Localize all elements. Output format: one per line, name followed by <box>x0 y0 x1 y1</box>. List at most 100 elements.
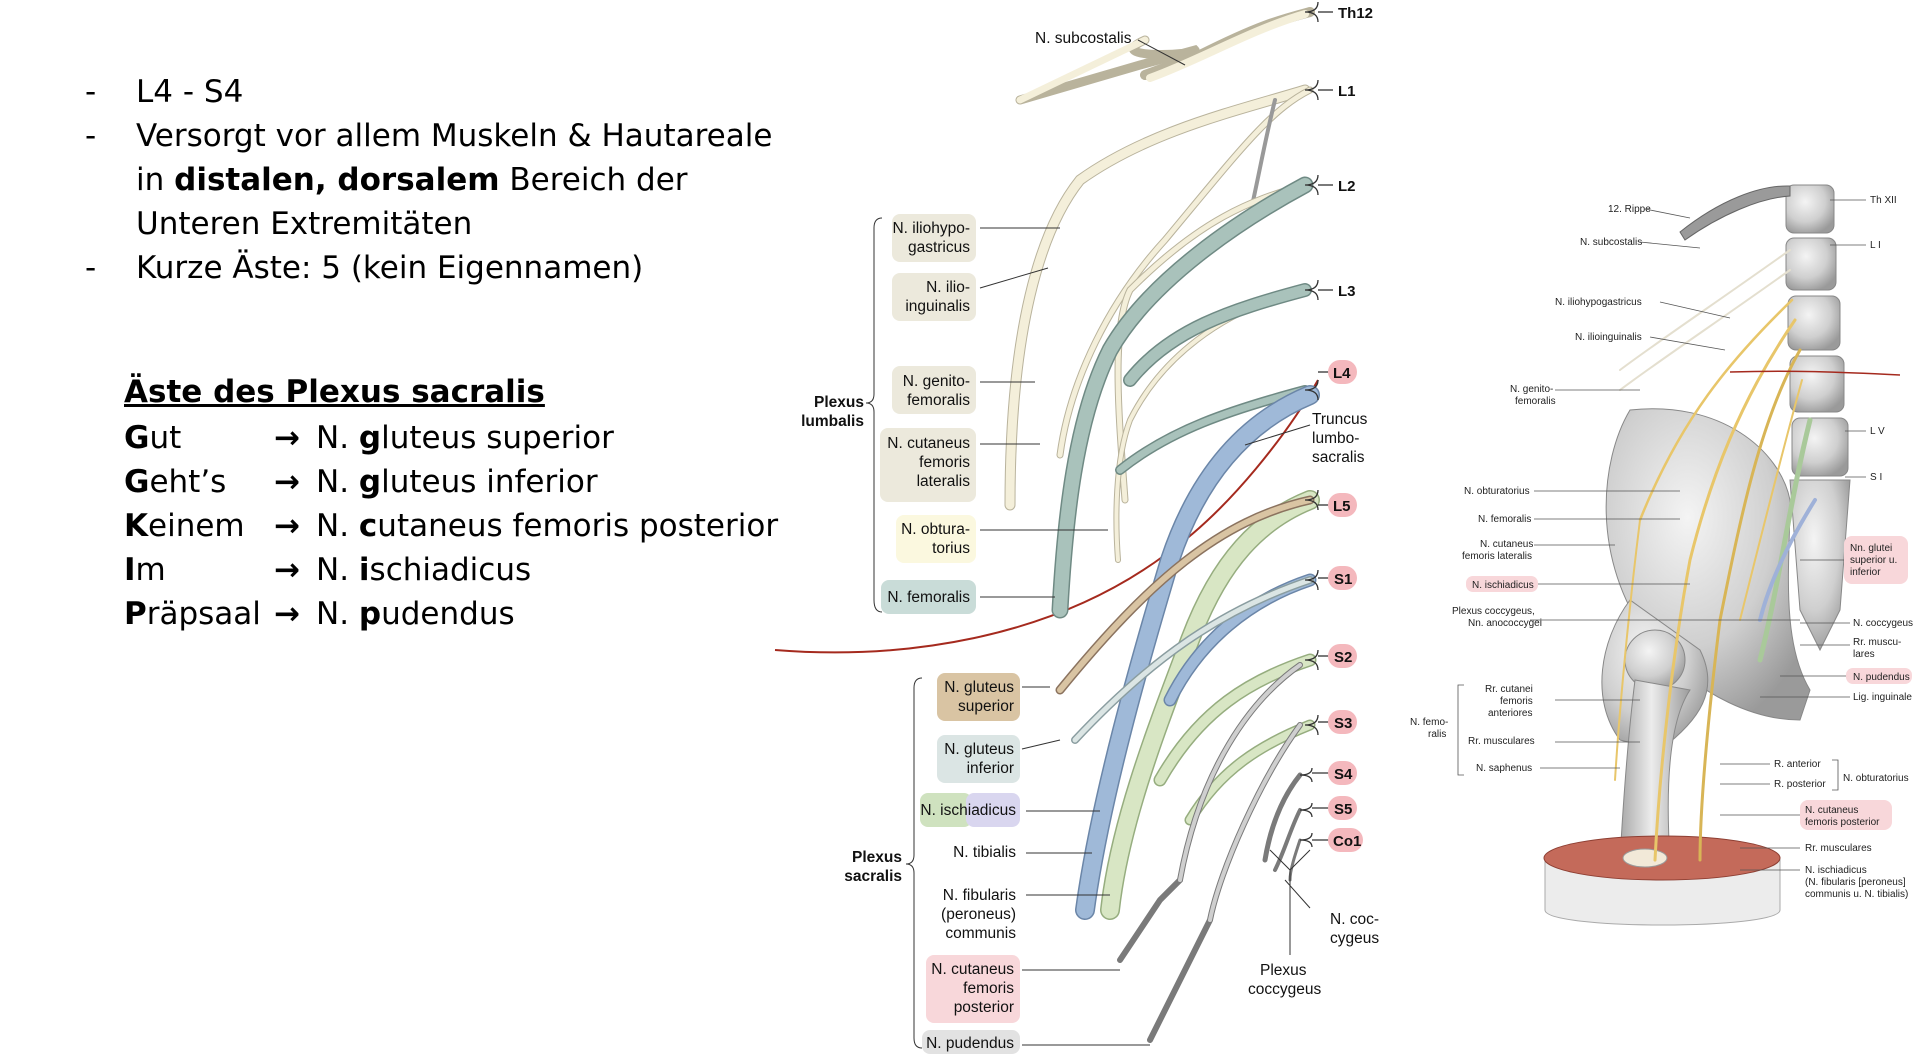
box-cutaneus-posterior <box>926 955 1020 1023</box>
segment-s5: S5 <box>1334 801 1352 818</box>
mnemonic-nerve-key: c <box>358 508 378 544</box>
label-genitofemoralis-2: femoralis <box>907 392 970 409</box>
femur-cross-section <box>1622 848 1668 868</box>
label-truncus-1: Truncus <box>1312 411 1368 428</box>
sacral-nerves <box>1055 385 1320 1043</box>
mnemonic-nerve-rest: utaneus femoris posterior <box>377 508 779 544</box>
plexus-schema: Th12 L1 L2 L3 L4 L5 S1 S2 S3 S4 S5 Co1 N… <box>774 1 1379 1054</box>
arrow-right-icon: → <box>274 508 300 544</box>
anatomy-label-cut-post-2: femoris posterior <box>1805 817 1880 828</box>
bullet-text-bold: distalen, dorsalem <box>174 162 500 198</box>
segment-l4-badge <box>1328 360 1357 384</box>
anatomy-label-ischiadicus-right-1: N. ischiadicus <box>1805 865 1867 876</box>
anatomy-label-rr-musculares-right: Rr. musculares <box>1805 843 1872 854</box>
segment-l3: L3 <box>1338 283 1356 300</box>
box-obturatorius <box>896 515 976 563</box>
mnemonic-nerve: N. pudendus <box>316 592 515 636</box>
anatomy-illustration: 12. Rippe N. subcostalis N. iliohypogast… <box>1410 184 1913 926</box>
segment-brackets <box>1299 1 1333 848</box>
anatomy-labels-right: Th XII L I L V S I Nn. glutei superior u… <box>1774 195 1913 900</box>
label-plexus-coccygeus-1: Plexus <box>1260 962 1307 979</box>
mnemonic-nerve-key: g <box>358 420 382 456</box>
arrow-right-icon: → <box>274 464 300 500</box>
mnemonic-row: Im→N. ischiadicus <box>124 548 778 592</box>
bullet-text-pre: Versorgt vor allem Muskeln & Hautareale … <box>136 118 773 198</box>
mnemonic-nerve: N. cutaneus femoris posterior <box>316 504 778 548</box>
mnemonic-nerve-rest: luteus inferior <box>381 464 598 500</box>
anatomy-label-glutei-1: Nn. glutei <box>1850 543 1892 554</box>
bullet-short-branches: - Kurze Äste: 5 (kein Eigennamen) <box>85 246 805 290</box>
leader-line <box>1244 424 1311 446</box>
anatomy-label-cutaneus-2: femoris lateralis <box>1462 551 1532 562</box>
anatomy-label-obturatorius-right: N. obturatorius <box>1843 773 1909 784</box>
box-femoralis <box>881 580 976 614</box>
anatomy-label-coccygeus-1: Plexus coccygeus, <box>1452 606 1535 617</box>
anatomy-label-ilioinguinalis: N. ilioinguinalis <box>1575 332 1642 343</box>
label-coccygeus-2: cygeus <box>1330 930 1379 947</box>
lumbal-label-boxes: N. iliohypo- gastricus N. ilio- inguinal… <box>880 214 1108 614</box>
label-gluteus-superior-1: N. gluteus <box>944 679 1014 696</box>
mnemonic-nerve-rest: luteus superior <box>381 420 614 456</box>
anatomy-label-l5: L V <box>1870 426 1885 437</box>
label-truncus-3: sacralis <box>1312 449 1365 466</box>
anatomy-label-rr-cutanei-2: femoris <box>1500 696 1533 707</box>
anatomy-label-femoralis-group-1: N. femo- <box>1410 717 1448 728</box>
label-pudendus: N. pudendus <box>926 1035 1014 1052</box>
femoral-nerves <box>1051 176 1314 619</box>
segment-s3: S3 <box>1334 715 1352 732</box>
anatomy-label-saphenus: N. saphenus <box>1476 763 1532 774</box>
mnemonic-heading: Äste des Plexus sacralis <box>124 374 545 410</box>
anatomy-label-rr-cutanei-1: Rr. cutanei <box>1485 684 1533 695</box>
mnemonic-word: Gut <box>124 416 274 460</box>
label-plexus-sacralis-2: sacralis <box>844 868 902 885</box>
segment-s4: S4 <box>1334 766 1353 783</box>
box-ischiadicus-purple <box>966 793 1020 827</box>
mnemonic-word: Präpsaal <box>124 592 274 636</box>
label-obturatorius-1: N. obtura- <box>901 521 970 538</box>
anatomy-label-pudendus: N. pudendus <box>1853 672 1910 683</box>
bullet-dash: - <box>85 74 97 110</box>
mnemonic-word: Geht’s <box>124 460 274 504</box>
anatomy-box-glutei <box>1844 536 1908 584</box>
anatomy-label-ischiadicus-right-2: (N. fibularis [peroneus] <box>1805 877 1906 888</box>
anatomy-label-rr-musculares: Rr. musculares <box>1468 736 1535 747</box>
label-cutaneus-lateralis-3: lateralis <box>917 473 971 490</box>
mnemonic-word-key: P <box>124 596 147 632</box>
mnemonic-nerve-pre: N. <box>316 420 359 456</box>
segment-co1-badge <box>1328 828 1363 852</box>
anatomy-label-obturatorius: N. obturatorius <box>1464 486 1530 497</box>
segment-l4: L4 <box>1333 365 1351 382</box>
segment-s5-badge <box>1328 796 1357 820</box>
anatomy-label-l1: L I <box>1870 240 1881 251</box>
label-gluteus-inferior-2: inferior <box>967 760 1014 777</box>
bullet-text-post: Bereich der Unteren Extremitäten <box>136 162 688 242</box>
anatomy-label-iliohypogastricus: N. iliohypogastricus <box>1555 297 1642 308</box>
anatomy-label-s1: S I <box>1870 472 1882 483</box>
label-gluteus-superior-2: superior <box>958 698 1014 715</box>
anatomy-label-femoralis: N. femoralis <box>1478 514 1531 525</box>
mnemonic-word-rest: einem <box>148 508 245 544</box>
segment-l5-badge <box>1328 493 1357 517</box>
mnemonic-word: Im <box>124 548 274 592</box>
bullet-dash: - <box>85 250 97 286</box>
anatomy-label-glutei-2: superior u. <box>1850 555 1897 566</box>
label-cutaneus-posterior-2: femoris <box>963 980 1014 997</box>
label-cutaneus-posterior-1: N. cutaneus <box>931 961 1014 978</box>
anatomy-box-pudendus <box>1846 668 1912 684</box>
mnemonic-word-rest: ut <box>149 420 182 456</box>
label-subcostalis: N. subcostalis <box>1035 30 1132 47</box>
anatomy-label-r-anterior: R. anterior <box>1774 759 1821 770</box>
mnemonic-nerve: N. gluteus inferior <box>316 460 598 504</box>
arrow-right-icon: → <box>274 596 300 632</box>
label-ischiadicus: N. ischiadicus <box>920 802 1016 819</box>
label-fibularis-1: N. fibularis <box>943 887 1016 904</box>
leader-line <box>1269 849 1311 955</box>
anatomy-label-cut-post-1: N. cutaneus <box>1805 805 1858 816</box>
segment-s2: S2 <box>1334 649 1352 666</box>
mnemonic-nerve-key: i <box>358 552 370 588</box>
mnemonic-nerve: N. ischiadicus <box>316 548 531 592</box>
anatomy-nerves <box>1614 249 1817 862</box>
box-gluteus-inferior <box>937 735 1020 783</box>
